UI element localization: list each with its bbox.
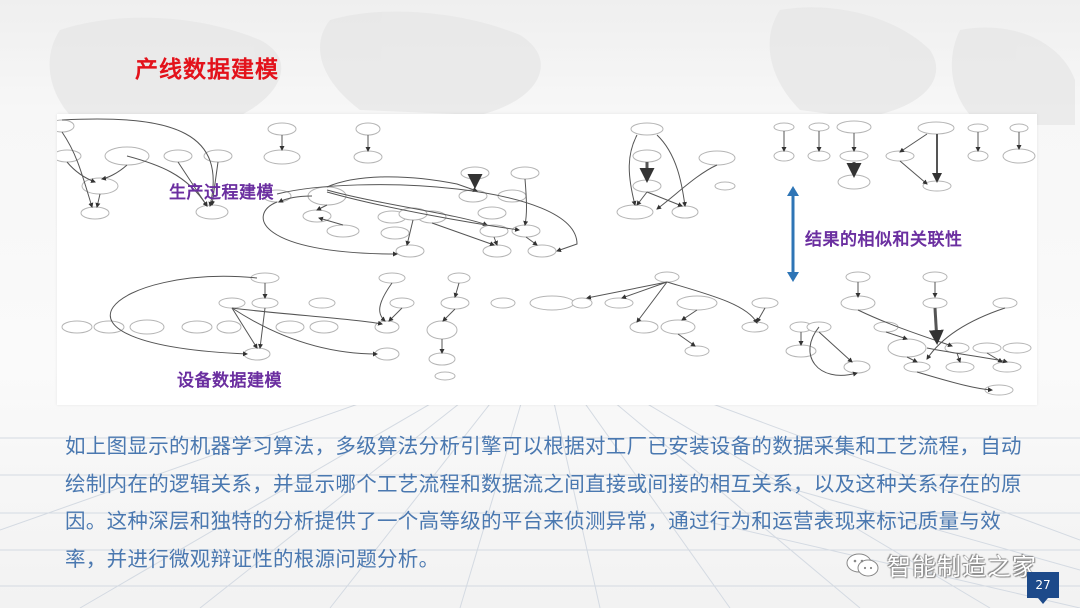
description-paragraph: 如上图显示的机器学习算法，多级算法分析引擎可以根据对工厂已安装设备的数据采集和工… (65, 434, 1022, 571)
similarity-correlation-label: 结果的相似和关联性 (805, 230, 963, 250)
page-number-badge: 27 (1027, 572, 1059, 604)
equipment-modeling-label: 设备数据建模 (177, 371, 282, 391)
similarity-double-arrow (787, 186, 799, 282)
slide-title: 产线数据建模 (135, 57, 279, 83)
process-modeling-label: 生产过程建模 (169, 183, 274, 203)
brand-name: 智能制造之家 (887, 553, 1037, 581)
wechat-icon (846, 553, 879, 576)
graph-figure: 生产过程建模 设备数据建模 结果的相似和关联性 (57, 114, 1037, 405)
graph-network-diagram (57, 118, 1036, 396)
watermark-brand: 智能制造之家 (845, 547, 1037, 582)
